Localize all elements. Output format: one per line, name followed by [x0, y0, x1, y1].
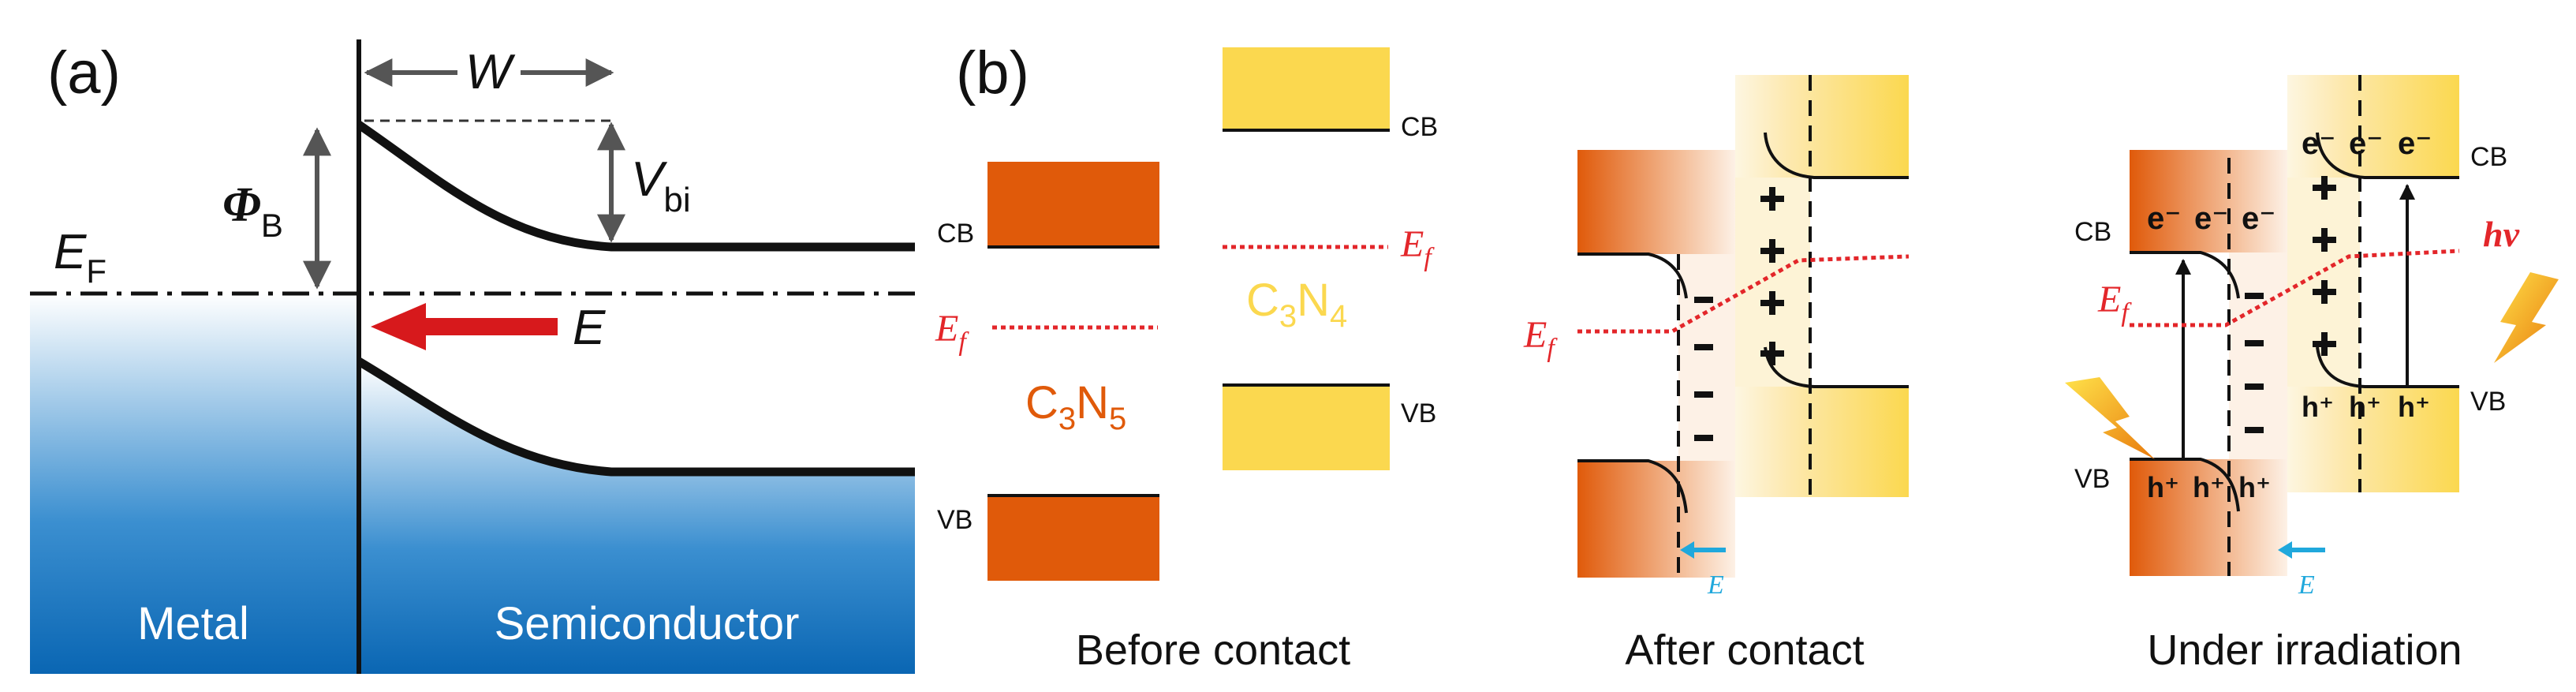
c3n4-cb-block	[1223, 47, 1390, 130]
after-c3n5-cb-block	[1577, 150, 1735, 254]
semiconductor-valence-fill	[359, 361, 915, 674]
after-left-vb-edge	[1577, 459, 1688, 514]
panel-a-label: (a)	[47, 39, 121, 107]
after-c3n4-cb-block	[1735, 75, 1909, 178]
svg-text:e⁻: e⁻	[2242, 201, 2275, 236]
after-left-cb-edge	[1577, 252, 1688, 299]
panel-b-irradiation: e⁻ e⁻ e⁻ e⁻ e⁻ e⁻ h⁺ h⁺ h⁺ h⁺ h⁺ h⁺ CB V…	[2065, 75, 2559, 674]
c3n4-formula: C3N4	[1246, 275, 1347, 334]
after-field-label: E	[1707, 570, 1724, 600]
after-fermi-line	[1577, 254, 1910, 334]
irr-c3n4-cb-block	[2287, 75, 2459, 178]
c3n5-fermi-label: Ef	[935, 308, 969, 357]
irr-depletion-left	[2229, 252, 2287, 459]
c3n5-vb-label: VB	[937, 505, 973, 535]
conduction-band-curve	[356, 121, 915, 252]
after-c3n5-vb-block	[1577, 461, 1735, 578]
c3n4-cb-label: CB	[1401, 112, 1438, 142]
before-contact-caption: Before contact	[1076, 627, 1350, 674]
field-label: E	[573, 301, 606, 355]
under-irradiation-caption: Under irradiation	[2147, 627, 2462, 674]
irr-positive-charges	[2313, 176, 2336, 356]
after-fermi-label: Ef	[1523, 314, 1558, 363]
barrier-label: ΦB	[222, 178, 283, 244]
width-symbol: W	[465, 45, 516, 99]
irr-right-vb-edge	[2316, 346, 2459, 388]
electric-field-arrow	[371, 303, 558, 350]
c3n5-formula: C3N5	[1025, 377, 1126, 436]
c3n4-vb-label: VB	[1401, 398, 1436, 428]
svg-text:h⁺: h⁺	[2302, 391, 2334, 423]
after-depletion-left	[1678, 254, 1735, 461]
panel-b-before: (b) CB VB CB VB Ef Ef C3N5 C3N4 Before c…	[935, 39, 1438, 674]
panel-a: (a) W Vbi ΦB EF E Metal	[30, 39, 915, 674]
c3n5-vb-block	[987, 496, 1159, 581]
irr-vb-right-label: VB	[2470, 387, 2506, 417]
irr-field-label: E	[2298, 570, 2315, 600]
irr-c3n4-vb-block	[2287, 387, 2459, 492]
svg-text:e⁻: e⁻	[2194, 201, 2228, 236]
irr-fermi-line	[2130, 249, 2460, 327]
after-c3n4-vb-block	[1735, 387, 1909, 497]
irr-c3n5-vb-block	[2130, 459, 2287, 576]
irr-right-cb-edge	[2316, 132, 2459, 179]
vbi-label: Vbi	[631, 152, 691, 219]
metal-region	[30, 294, 357, 674]
lightning-right-icon	[2494, 272, 2559, 363]
after-positive-charges	[1760, 187, 1784, 365]
irr-negative-charges	[2245, 293, 2264, 433]
irr-c3n5-cb-block	[2130, 150, 2287, 252]
c3n4-fermi-label: Ef	[1400, 223, 1435, 272]
panel-b-after: Ef E After contact	[1523, 75, 1910, 674]
svg-text:e⁻: e⁻	[2349, 126, 2383, 161]
svg-text:h⁺: h⁺	[2193, 471, 2225, 503]
svg-text:h⁺: h⁺	[2349, 391, 2381, 423]
after-contact-caption: After contact	[1625, 627, 1864, 674]
irr-left-cb-edge	[2130, 251, 2240, 299]
panel-b-label: (b)	[956, 39, 1029, 107]
svg-text:h⁺: h⁺	[2147, 471, 2179, 503]
c3n4-vb-block	[1223, 385, 1390, 470]
irr-holes-right: h⁺ h⁺ h⁺	[2302, 391, 2430, 423]
valence-band-curve	[357, 357, 915, 477]
svg-text:e⁻: e⁻	[2147, 201, 2181, 236]
c3n5-cb-label: CB	[937, 219, 974, 249]
after-negative-charges	[1694, 297, 1713, 441]
irr-fermi-label: Ef	[2097, 279, 2132, 327]
svg-text:e⁻: e⁻	[2398, 126, 2432, 161]
svg-text:h⁺: h⁺	[2238, 471, 2271, 503]
irr-electrons-left: e⁻ e⁻ e⁻	[2147, 201, 2275, 236]
irr-cb-right-label: CB	[2470, 142, 2507, 172]
irr-cb-left-label: CB	[2074, 217, 2111, 247]
irr-vb-left-label: VB	[2074, 464, 2110, 494]
irr-hv-label: hν	[2483, 214, 2520, 254]
irr-electrons-right: e⁻ e⁻ e⁻	[2302, 126, 2432, 161]
irr-left-vb-edge	[2130, 458, 2240, 512]
svg-text:e⁻: e⁻	[2302, 126, 2335, 161]
lightning-left-icon	[2065, 377, 2155, 459]
c3n5-cb-block	[987, 162, 1159, 247]
fermi-label: EF	[54, 225, 106, 290]
svg-text:h⁺: h⁺	[2398, 391, 2430, 423]
metal-label: Metal	[137, 598, 249, 649]
semiconductor-label: Semiconductor	[495, 598, 800, 649]
irr-holes-left: h⁺ h⁺ h⁺	[2147, 471, 2271, 503]
